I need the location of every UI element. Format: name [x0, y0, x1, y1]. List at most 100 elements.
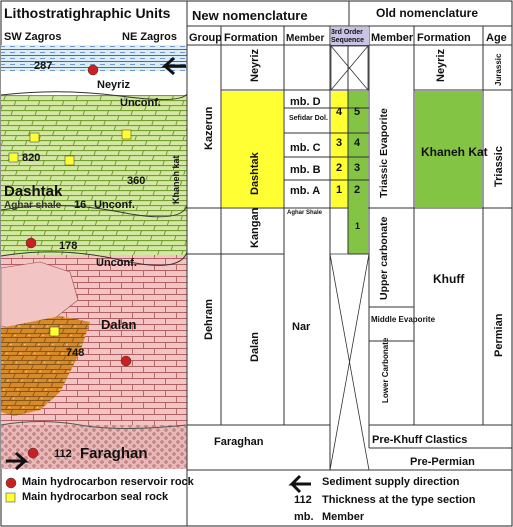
- seal-marker: [64, 155, 75, 166]
- legend-seal-icon: [5, 492, 16, 503]
- seal-marker: [49, 326, 60, 337]
- seal-marker: [29, 132, 40, 143]
- legend-member-label: Member: [322, 511, 365, 523]
- unconf-label-1: Unconf.: [120, 97, 161, 109]
- sw-zagros-label: SW Zagros: [4, 31, 61, 43]
- sequence-left-fill: [331, 91, 348, 207]
- legend-seal-label: Main hydrocarbon seal rock: [22, 491, 169, 503]
- thickness-287: 287: [34, 60, 52, 72]
- old-member-header: Member: [371, 32, 414, 44]
- old-formation-neyriz: Neyriz: [435, 48, 447, 82]
- member-a: mb. A: [290, 185, 320, 197]
- formation-dashtak: Dashtak: [249, 151, 261, 195]
- unconf-label-2: Unconf.: [94, 199, 135, 211]
- seq-right-2: 2: [354, 184, 360, 196]
- formation-kangan: Kangan: [249, 207, 261, 248]
- legend-supply-label: Sediment supply direction: [322, 476, 460, 488]
- seal-marker: [121, 129, 132, 140]
- thickness-748: 748: [66, 347, 84, 359]
- seq-right-3: 3: [354, 162, 360, 174]
- sequence-right-fill: [348, 91, 368, 254]
- khaneh-kat-fill: [415, 91, 482, 207]
- formation-faraghan: Faraghan: [214, 436, 264, 448]
- member-c: mb. C: [290, 142, 321, 154]
- group-header: Group: [189, 32, 222, 44]
- dalan-label: Dalan: [101, 317, 136, 332]
- member-header: Member: [286, 33, 324, 44]
- age-permian: Permian: [493, 313, 505, 357]
- old-formation-pre-khuff: Pre-Khuff Clastics: [372, 434, 467, 446]
- member-nar: Nar: [292, 321, 311, 333]
- empty-cell-markers: [329, 45, 370, 471]
- lithology-column: [0, 45, 188, 471]
- seq-left-2: 2: [336, 162, 342, 174]
- dashtak-label: Dashtak: [4, 183, 63, 200]
- unconformity-3: [0, 251, 188, 266]
- fill-separators: [220, 89, 484, 255]
- thickness-360: 360: [127, 175, 145, 187]
- old-member-middle-evaporite: Middle Evaporite: [371, 315, 436, 324]
- thickness-178: 178: [59, 240, 77, 252]
- formation-header: Formation: [224, 32, 278, 44]
- age-header: Age: [486, 32, 507, 44]
- old-formation-khaneh-kat: Khaneh Kat: [421, 145, 488, 159]
- neyriz-label: Neyriz: [97, 79, 131, 91]
- seq-left-4: 4: [336, 106, 343, 118]
- group-dehram: Dehram: [203, 299, 215, 340]
- dashtak-fill: [222, 91, 283, 207]
- thickness-16: 16: [74, 199, 86, 211]
- seal-marker: [8, 152, 19, 163]
- sequence-header-line2: Sequence: [331, 37, 364, 44]
- dashtak-unit: [1, 95, 187, 255]
- title-line: Lithostratighraphic Units: [4, 5, 171, 21]
- reservoir-marker: [87, 64, 99, 76]
- thickness-820: 820: [22, 152, 40, 164]
- legend-thickness-label: Thickness at the type section: [322, 494, 476, 506]
- dalan-orange-facies: [1, 316, 90, 416]
- formation-dalan: Dalan: [249, 332, 261, 362]
- legend-reservoir-label: Main hydrocarbon reservoir rock: [22, 476, 194, 488]
- age-triassic: Triassic: [493, 146, 505, 187]
- reservoir-marker: [120, 355, 132, 367]
- member-sefidar: Sefidar Dol.: [289, 115, 328, 122]
- supply-arrow-right: [6, 451, 29, 471]
- member-aghar: Aghar Shale: [287, 210, 323, 216]
- old-nomenclature-header: Old nomenclature: [376, 6, 478, 20]
- unconformity-1: [0, 91, 188, 101]
- seq-left-1: 1: [336, 184, 342, 196]
- reservoir-marker: [27, 447, 39, 459]
- old-formation-header: Formation: [417, 32, 471, 44]
- new-nomenclature-header: New nomenclature: [192, 8, 308, 23]
- old-member-triassic-evaporite: Triassic Evaporite: [378, 108, 390, 198]
- group-kazerun: Kazerun: [203, 106, 215, 150]
- reservoir-marker: [25, 237, 37, 249]
- legend-reservoir-icon: [5, 477, 17, 489]
- dalan-lens: [0, 261, 79, 331]
- sequence-header-fill: [331, 27, 369, 45]
- legend-thickness-number: 112: [294, 494, 312, 506]
- aghar-shale-label: Aghar shale: [4, 200, 62, 211]
- ne-zagros-label: NE Zagros: [122, 31, 177, 43]
- age-jurassic: Jurassic: [494, 53, 503, 86]
- old-member-lower-carbonate: Lower Carbonate: [381, 337, 390, 403]
- khaneh-kat-label: Khaneh kat: [171, 155, 181, 204]
- seq-left-3: 3: [336, 137, 342, 149]
- old-formation-pre-permian: Pre-Permian: [410, 456, 475, 468]
- faraghan-unit: [1, 425, 187, 469]
- old-formation-khuff: Khuff: [433, 272, 465, 286]
- thickness-112: 112: [54, 448, 72, 460]
- member-b: mb. B: [290, 164, 321, 176]
- unconf-label-3: Unconf.: [96, 257, 137, 269]
- sequence-header-line1: 3rd Order: [331, 29, 363, 36]
- supply-arrow-left: [161, 56, 186, 76]
- member-d: mb. D: [290, 96, 321, 108]
- legend-supply-arrow-icon: [288, 474, 311, 494]
- formation-neyriz: Neyriz: [249, 48, 261, 82]
- faraghan-label: Faraghan: [80, 445, 148, 462]
- seq-right-1: 1: [355, 221, 360, 231]
- faraghan-top-line: [0, 421, 187, 429]
- old-member-upper-carbonate: Upper carbonate: [378, 216, 390, 300]
- seq-right-5: 5: [354, 106, 360, 118]
- seq-right-4: 4: [354, 137, 361, 149]
- unconformity-2: [0, 204, 188, 218]
